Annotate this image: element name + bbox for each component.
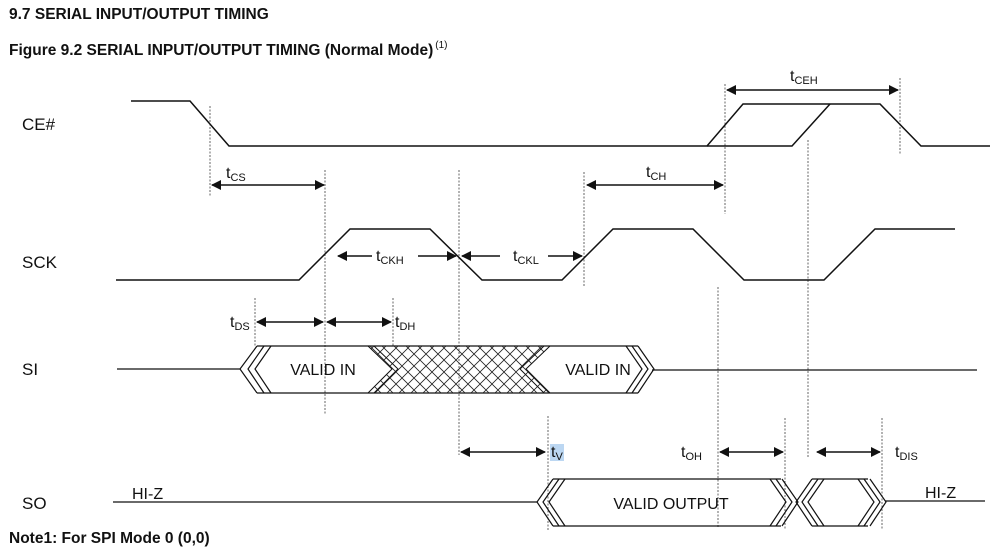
guide-lines [209, 78, 901, 530]
si-edge [367, 345, 393, 394]
section-title: 9.7 SERIAL INPUT/OUTPUT TIMING [9, 6, 269, 24]
so-edge [807, 478, 825, 527]
ce-waveform [131, 100, 990, 147]
ce-trace [131, 100, 990, 147]
label-tcs: tCS [226, 165, 246, 184]
so-edge [769, 478, 787, 527]
figure-title-text: Figure 9.2 SERIAL INPUT/OUTPUT TIMING (N… [9, 42, 434, 59]
si-edge [637, 345, 655, 394]
so-valid-output: VALID OUTPUT [613, 496, 729, 513]
si-edge [519, 345, 545, 394]
section-title-text: 9.7 SERIAL INPUT/OUTPUT TIMING [9, 6, 269, 23]
so-edge [857, 478, 875, 527]
si-valid-in-1: VALID IN [290, 362, 356, 379]
label-toh: tOH [681, 444, 702, 463]
si-edge [625, 345, 643, 394]
tv-highlight [550, 444, 564, 461]
so-edge [775, 478, 793, 527]
so-edge [801, 478, 819, 527]
signal-label-ce: CE# [22, 115, 56, 134]
label-tckh: tCKH [376, 248, 404, 267]
footnote: Note1: For SPI Mode 0 (0,0) [9, 530, 210, 547]
label-tceh: tCEH [790, 68, 818, 87]
label-tdh: tDH [395, 314, 415, 333]
so-hiz-left: HI-Z [132, 486, 163, 503]
so-edge [795, 478, 813, 527]
label-tdis: tDIS [895, 444, 918, 463]
so-edge [863, 478, 881, 527]
ce-alt-trace [707, 103, 831, 147]
si-dont-care-region [368, 346, 550, 393]
si-edge [247, 345, 265, 394]
si-edge [254, 345, 272, 394]
so-waveform [113, 478, 985, 527]
label-tch: tCH [646, 164, 666, 183]
label-tds: tDS [230, 314, 250, 333]
si-edge [631, 345, 649, 394]
figure-title: Figure 9.2 SERIAL INPUT/OUTPUT TIMING (N… [9, 40, 448, 60]
signal-label-si: SI [22, 360, 38, 379]
signal-label-sck: SCK [22, 253, 58, 272]
label-tckl: tCKL [513, 248, 539, 267]
timing-arrows [211, 85, 899, 457]
si-waveform [117, 345, 977, 394]
label-tv: tV [551, 444, 563, 463]
signal-label-so: SO [22, 494, 47, 513]
si-edge [525, 345, 551, 394]
so-edge [781, 478, 799, 527]
sck-waveform [116, 228, 955, 281]
so-edge [542, 478, 560, 527]
so-edge [536, 478, 554, 527]
so-edge [869, 478, 887, 527]
si-edge [373, 345, 399, 394]
so-hiz-right: HI-Z [925, 485, 956, 502]
si-edge [239, 345, 258, 394]
si-valid-in-2: VALID IN [565, 362, 631, 379]
so-edge [548, 478, 566, 527]
footnote-ref: (1) [435, 40, 448, 51]
